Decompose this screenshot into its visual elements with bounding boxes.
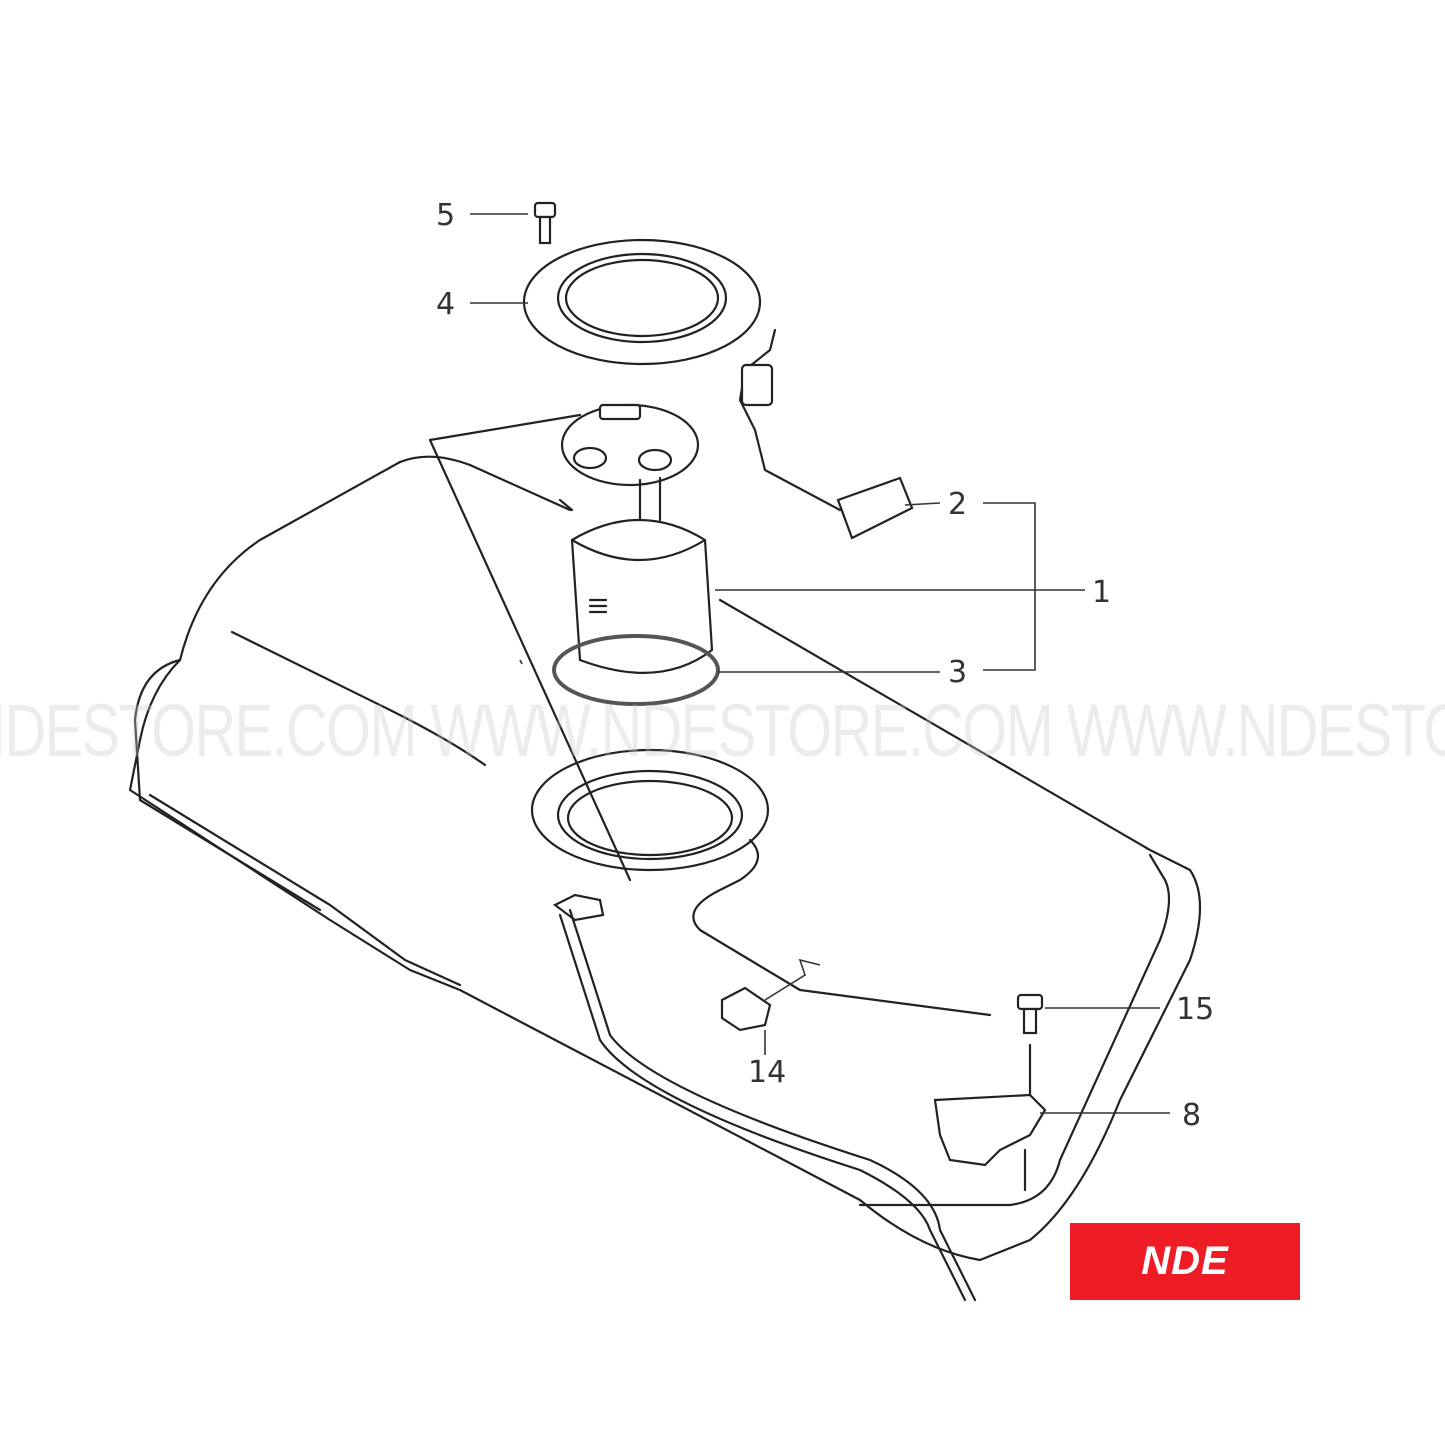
nde-logo: NDE [1070,1223,1300,1300]
fuel-hose [552,893,977,1302]
tank-opening [530,748,770,872]
logo-text: NDE [1141,1239,1229,1283]
callout-4: 4 [436,287,455,322]
gasket-part-3 [552,634,720,706]
watermark: IDESTORE.COM WWW.NDESTORE.COM WWW.NDESTO… [0,689,1445,772]
fuel-level-sender-part-2 [738,328,914,540]
callout-5: 5 [436,198,455,233]
fuel-pump-assembly-part-1 [560,403,714,674]
bolt-part-15 [1016,993,1044,1192]
clip-part-14 [720,958,821,1032]
callout-2: 2 [948,487,967,522]
callout-15: 15 [1176,992,1214,1027]
leader-lines [470,213,1170,1114]
callout-8: 8 [1182,1098,1201,1133]
fuel-tank [128,455,1202,1262]
retaining-ring-part-4 [522,238,762,366]
bolt-part-5 [533,201,557,245]
callout-3: 3 [948,655,967,690]
bracket-part-8 [933,1093,1047,1167]
callout-14: 14 [748,1055,786,1090]
callout-1: 1 [1092,575,1111,610]
